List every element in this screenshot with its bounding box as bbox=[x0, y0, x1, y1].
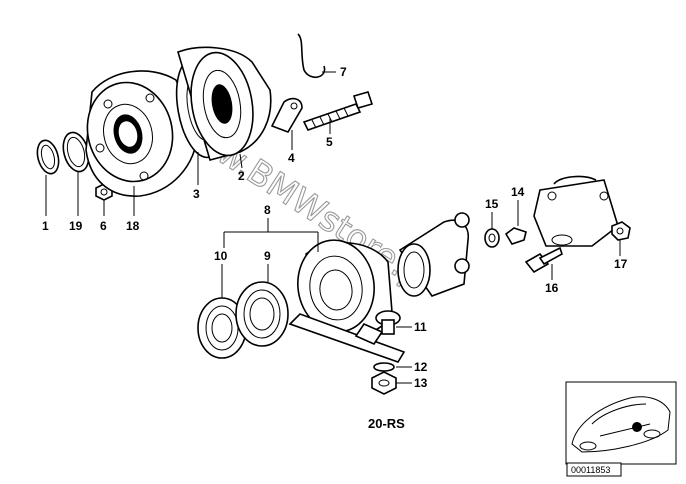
callout-15: 15 bbox=[485, 197, 499, 211]
callout-7: 7 bbox=[340, 65, 347, 79]
center-bearing-assembly bbox=[197, 239, 406, 395]
callout-5: 5 bbox=[326, 135, 333, 149]
callout-13: 13 bbox=[414, 376, 428, 390]
callout-18: 18 bbox=[126, 219, 140, 233]
diagram-code: 20-RS bbox=[368, 416, 405, 431]
flex-disc-assembly bbox=[36, 33, 374, 201]
vehicle-thumbnail: 00011853 bbox=[565, 381, 677, 477]
callout-2: 2 bbox=[238, 169, 245, 183]
callout-labels: 1 19 6 18 3 2 4 5 7 8 10 9 11 12 13 15 1… bbox=[42, 65, 628, 390]
universal-joint-assembly bbox=[397, 175, 631, 297]
callout-11: 11 bbox=[414, 320, 427, 334]
callout-19: 19 bbox=[69, 219, 83, 233]
callout-8: 8 bbox=[264, 203, 271, 217]
callout-10: 10 bbox=[214, 249, 228, 263]
callout-3: 3 bbox=[193, 187, 200, 201]
callout-12: 12 bbox=[414, 360, 428, 374]
leader-lines bbox=[45, 71, 621, 384]
location-marker bbox=[632, 422, 642, 432]
callout-17: 17 bbox=[614, 257, 628, 271]
callout-4: 4 bbox=[288, 151, 295, 165]
callout-6: 6 bbox=[100, 219, 107, 233]
callout-9: 9 bbox=[264, 249, 271, 263]
callout-16: 16 bbox=[545, 281, 559, 295]
callout-14: 14 bbox=[511, 185, 525, 199]
callout-1: 1 bbox=[42, 219, 49, 233]
thumbnail-id: 00011853 bbox=[571, 465, 610, 475]
